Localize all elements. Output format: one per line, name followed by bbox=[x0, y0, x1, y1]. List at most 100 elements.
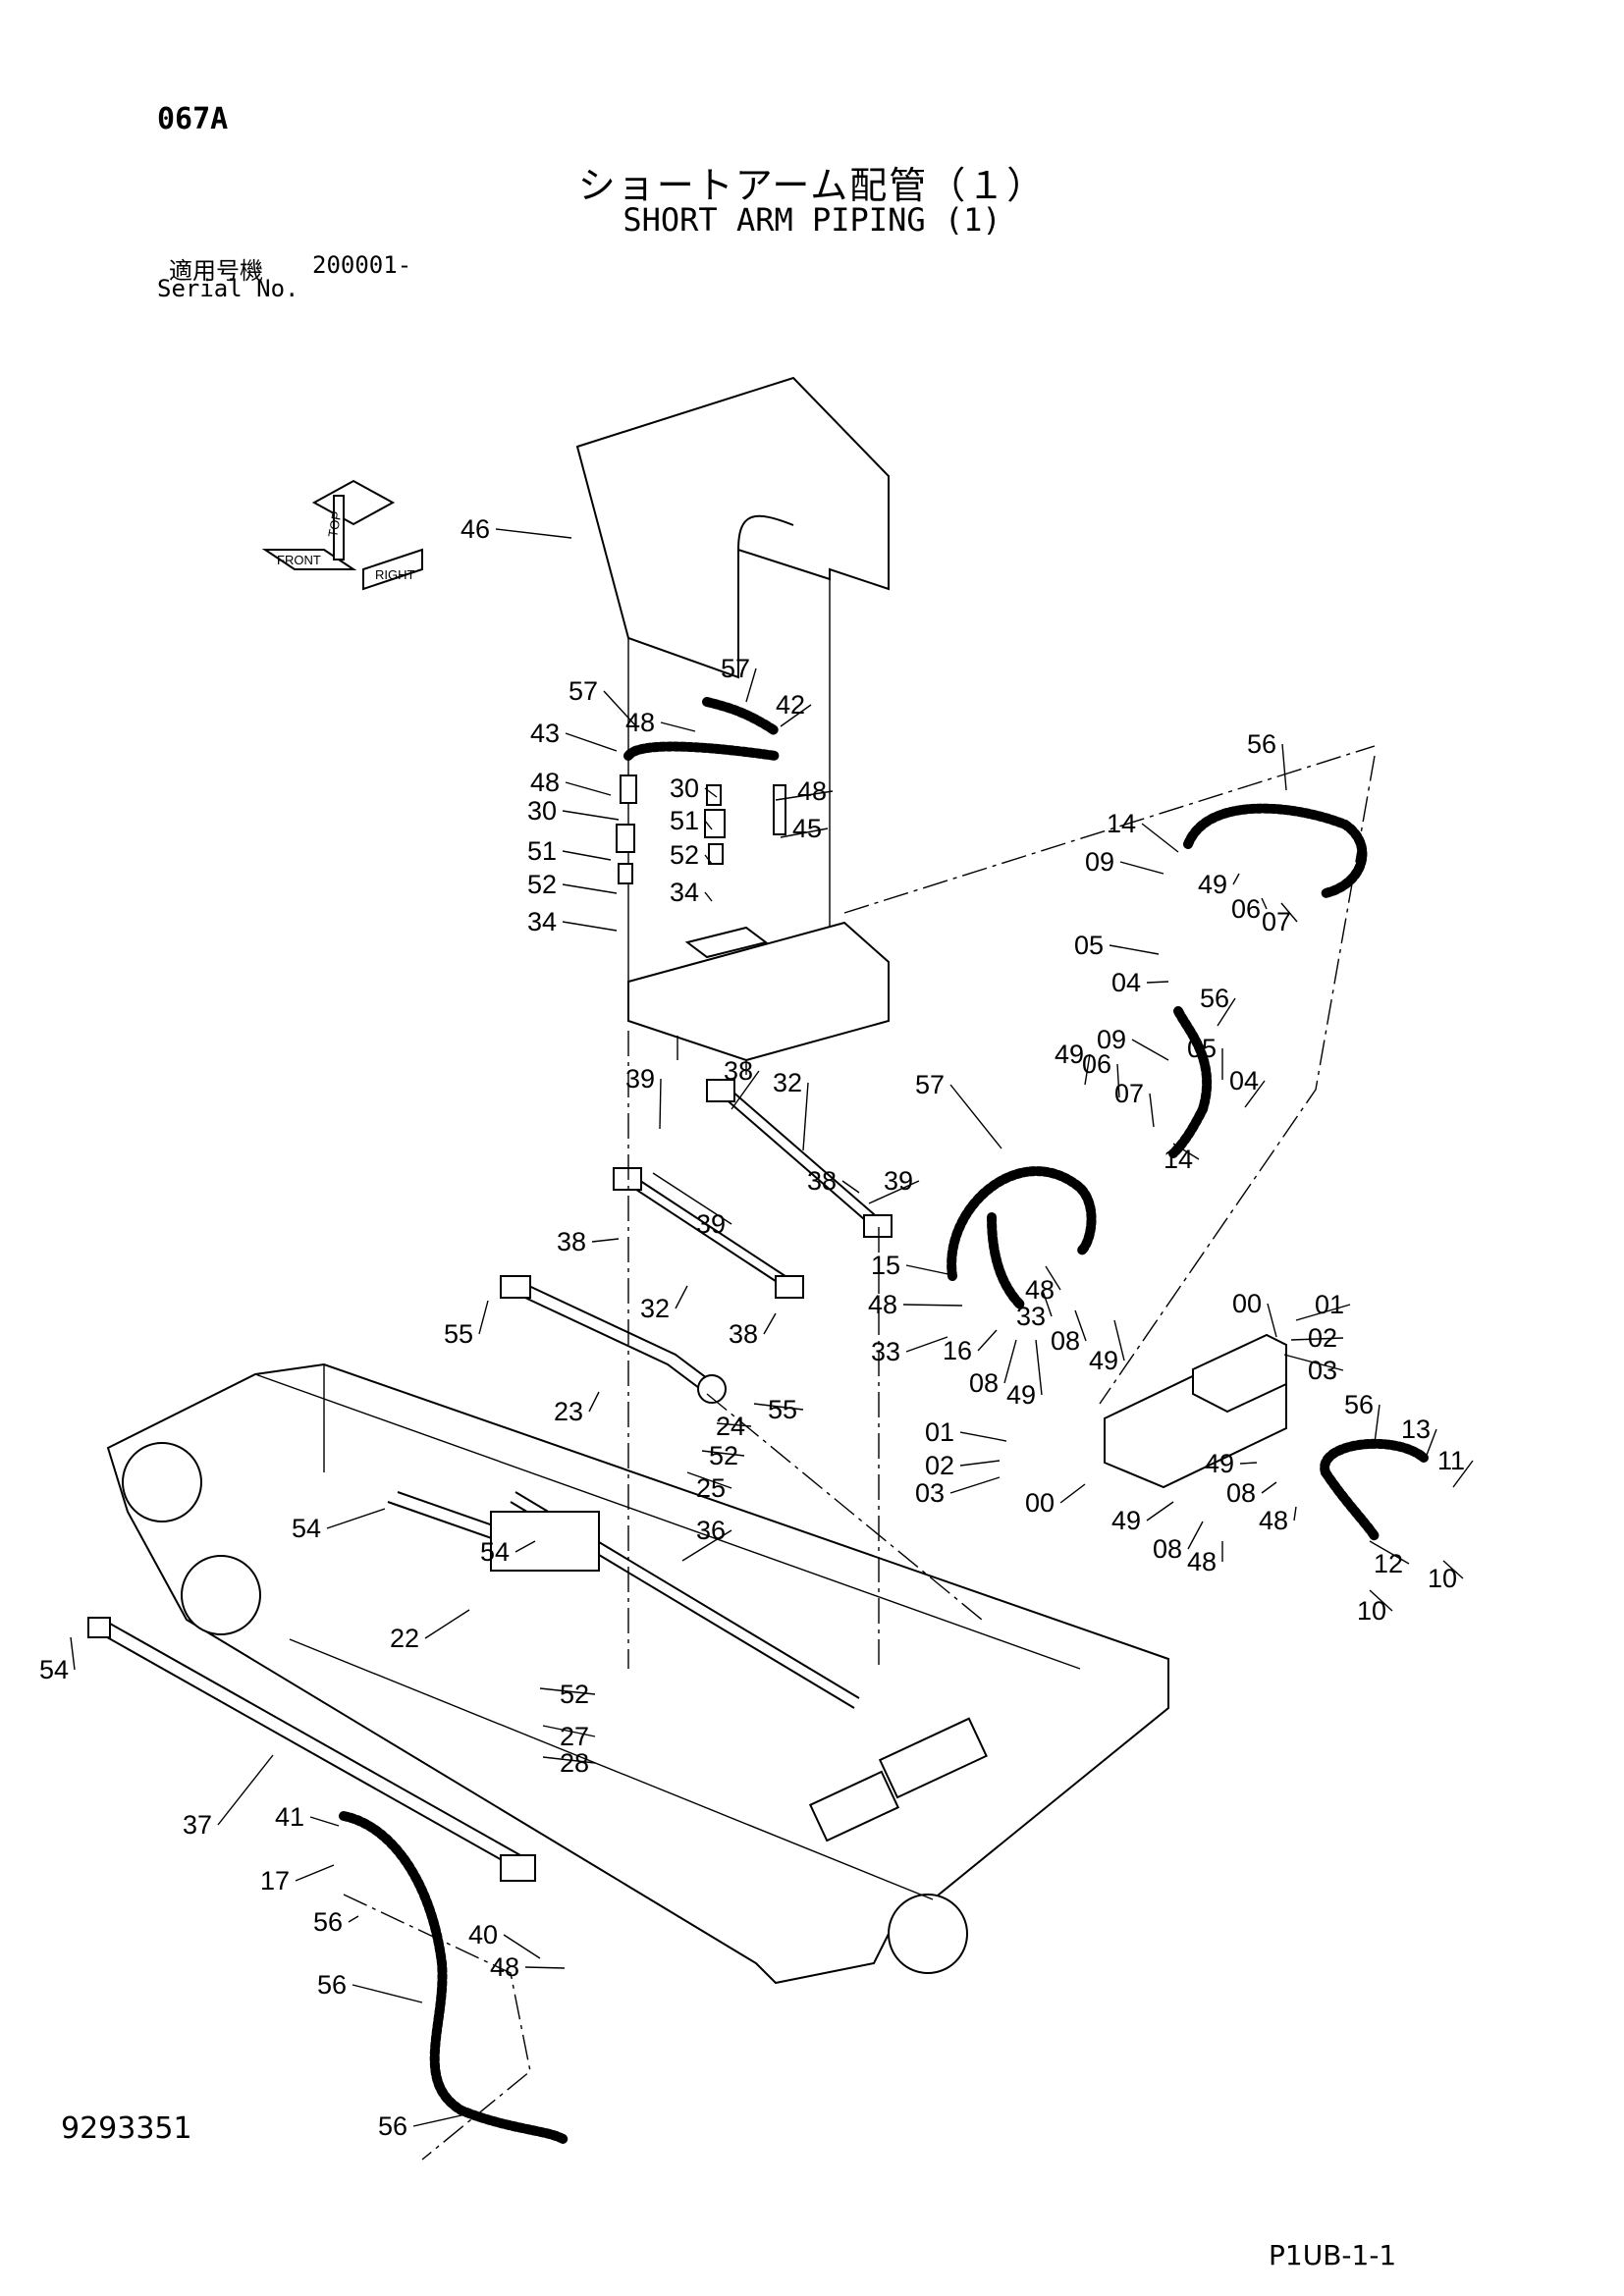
callout-leader-01 bbox=[959, 1431, 1007, 1442]
callout-11[interactable]: 11 bbox=[1437, 1446, 1465, 1475]
callout-30[interactable]: 30 bbox=[670, 774, 699, 803]
callout-40[interactable]: 40 bbox=[468, 1920, 498, 1949]
callout-25[interactable]: 25 bbox=[696, 1473, 726, 1503]
callout-56[interactable]: 56 bbox=[317, 1970, 347, 2000]
callout-00[interactable]: 00 bbox=[1025, 1488, 1055, 1518]
callout-08[interactable]: 08 bbox=[1051, 1326, 1080, 1356]
callout-07[interactable]: 07 bbox=[1262, 907, 1291, 936]
callout-00[interactable]: 00 bbox=[1232, 1289, 1262, 1318]
callout-49[interactable]: 49 bbox=[1055, 1040, 1084, 1069]
callout-32[interactable]: 32 bbox=[773, 1068, 802, 1097]
callout-52[interactable]: 52 bbox=[670, 840, 699, 870]
callout-55[interactable]: 55 bbox=[444, 1319, 473, 1349]
callout-46[interactable]: 46 bbox=[460, 514, 490, 544]
callout-45[interactable]: 45 bbox=[792, 814, 822, 843]
callout-51[interactable]: 51 bbox=[670, 806, 699, 835]
callout-48[interactable]: 48 bbox=[1025, 1275, 1055, 1305]
callout-02[interactable]: 02 bbox=[925, 1451, 954, 1480]
callout-48[interactable]: 48 bbox=[490, 1952, 519, 1982]
callout-08[interactable]: 08 bbox=[969, 1368, 999, 1398]
callout-39[interactable]: 39 bbox=[625, 1064, 655, 1094]
callout-37[interactable]: 37 bbox=[183, 1810, 212, 1840]
callout-52[interactable]: 52 bbox=[527, 870, 557, 899]
callout-34[interactable]: 34 bbox=[670, 878, 699, 907]
callout-06[interactable]: 06 bbox=[1231, 894, 1261, 924]
callout-09[interactable]: 09 bbox=[1085, 847, 1114, 877]
callout-02[interactable]: 02 bbox=[1308, 1323, 1337, 1353]
callout-54[interactable]: 54 bbox=[480, 1537, 510, 1567]
callout-49[interactable]: 49 bbox=[1111, 1506, 1141, 1535]
callout-48[interactable]: 48 bbox=[530, 768, 560, 797]
callout-09[interactable]: 09 bbox=[1097, 1025, 1126, 1054]
callout-10[interactable]: 10 bbox=[1357, 1596, 1386, 1626]
callout-15[interactable]: 15 bbox=[871, 1251, 900, 1280]
callout-28[interactable]: 28 bbox=[560, 1748, 589, 1778]
callout-08[interactable]: 08 bbox=[1153, 1534, 1182, 1564]
callout-24[interactable]: 24 bbox=[716, 1412, 745, 1441]
callout-22[interactable]: 22 bbox=[390, 1624, 419, 1653]
callout-33[interactable]: 33 bbox=[871, 1337, 900, 1366]
callout-52[interactable]: 52 bbox=[560, 1680, 589, 1709]
callout-57[interactable]: 57 bbox=[568, 676, 598, 706]
serial-label-english: Serial No. bbox=[157, 275, 299, 302]
callout-48[interactable]: 48 bbox=[868, 1290, 897, 1319]
callout-16[interactable]: 16 bbox=[943, 1336, 972, 1365]
callout-13[interactable]: 13 bbox=[1401, 1415, 1431, 1444]
callout-14[interactable]: 14 bbox=[1107, 809, 1136, 838]
callout-38[interactable]: 38 bbox=[807, 1166, 837, 1196]
callout-10[interactable]: 10 bbox=[1428, 1564, 1457, 1593]
callout-34[interactable]: 34 bbox=[527, 907, 557, 936]
callout-56[interactable]: 56 bbox=[1344, 1390, 1374, 1419]
callout-14[interactable]: 14 bbox=[1164, 1145, 1193, 1174]
callout-38[interactable]: 38 bbox=[729, 1319, 758, 1349]
callout-05[interactable]: 05 bbox=[1187, 1034, 1217, 1063]
callout-52[interactable]: 52 bbox=[709, 1441, 738, 1470]
callout-49[interactable]: 49 bbox=[1205, 1449, 1234, 1478]
callout-48[interactable]: 48 bbox=[797, 776, 827, 806]
callout-56[interactable]: 56 bbox=[1200, 984, 1229, 1013]
callout-38[interactable]: 38 bbox=[724, 1056, 753, 1086]
callout-27[interactable]: 27 bbox=[560, 1722, 589, 1751]
callout-06[interactable]: 06 bbox=[1082, 1049, 1111, 1079]
callout-56[interactable]: 56 bbox=[378, 2111, 407, 2141]
callout-38[interactable]: 38 bbox=[557, 1227, 586, 1256]
callout-54[interactable]: 54 bbox=[292, 1514, 321, 1543]
callout-32[interactable]: 32 bbox=[640, 1294, 670, 1323]
callout-48[interactable]: 48 bbox=[625, 708, 655, 737]
callout-05[interactable]: 05 bbox=[1074, 931, 1104, 960]
callout-04[interactable]: 04 bbox=[1229, 1066, 1259, 1095]
callout-55[interactable]: 55 bbox=[768, 1395, 797, 1424]
callout-03[interactable]: 03 bbox=[1308, 1356, 1337, 1385]
callout-49[interactable]: 49 bbox=[1198, 870, 1227, 899]
callout-30[interactable]: 30 bbox=[527, 796, 557, 826]
callout-23[interactable]: 23 bbox=[554, 1397, 583, 1426]
callout-49[interactable]: 49 bbox=[1089, 1346, 1118, 1375]
callout-51[interactable]: 51 bbox=[527, 836, 557, 866]
callout-57[interactable]: 57 bbox=[915, 1070, 945, 1099]
callout-01[interactable]: 01 bbox=[1315, 1290, 1344, 1319]
callout-41[interactable]: 41 bbox=[275, 1802, 304, 1832]
callout-54[interactable]: 54 bbox=[39, 1655, 69, 1684]
callout-12[interactable]: 12 bbox=[1374, 1549, 1403, 1578]
callout-56[interactable]: 56 bbox=[313, 1907, 343, 1937]
callout-56[interactable]: 56 bbox=[1247, 729, 1276, 759]
callout-03[interactable]: 03 bbox=[915, 1478, 945, 1508]
callout-leader-07 bbox=[1149, 1093, 1155, 1128]
callout-43[interactable]: 43 bbox=[530, 719, 560, 748]
callout-17[interactable]: 17 bbox=[260, 1866, 290, 1896]
callout-42[interactable]: 42 bbox=[776, 690, 805, 720]
callout-08[interactable]: 08 bbox=[1226, 1478, 1256, 1508]
callout-39[interactable]: 39 bbox=[884, 1166, 913, 1196]
callout-48[interactable]: 48 bbox=[1259, 1506, 1288, 1535]
callout-07[interactable]: 07 bbox=[1114, 1079, 1144, 1108]
callout-39[interactable]: 39 bbox=[696, 1209, 726, 1239]
callout-36[interactable]: 36 bbox=[696, 1516, 726, 1545]
callout-33[interactable]: 33 bbox=[1016, 1302, 1046, 1331]
callout-04[interactable]: 04 bbox=[1111, 968, 1141, 997]
callout-leader-08 bbox=[1074, 1309, 1087, 1342]
callout-01[interactable]: 01 bbox=[925, 1417, 954, 1447]
callout-57[interactable]: 57 bbox=[721, 654, 750, 683]
callout-leader-55 bbox=[753, 1403, 804, 1411]
callout-49[interactable]: 49 bbox=[1006, 1380, 1036, 1410]
callout-48[interactable]: 48 bbox=[1187, 1547, 1217, 1576]
